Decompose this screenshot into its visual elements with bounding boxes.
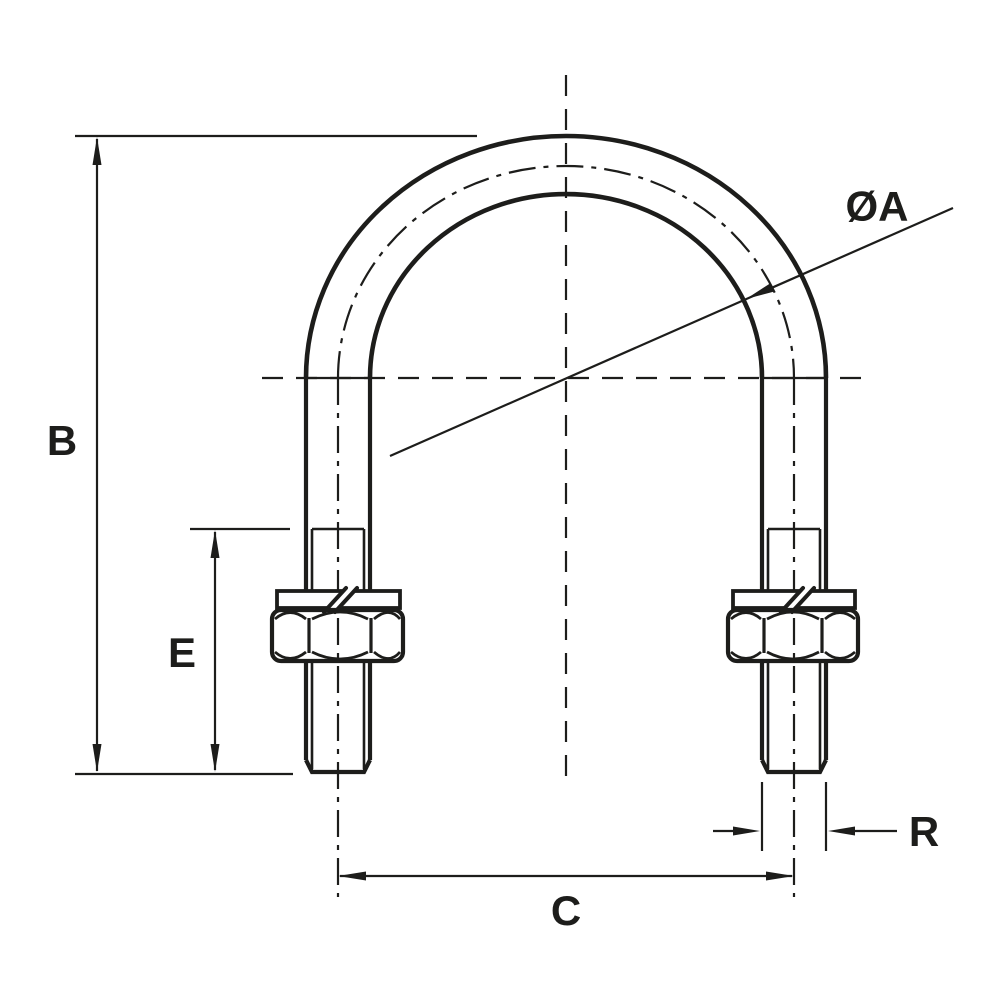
dim-e-label: E bbox=[168, 629, 196, 676]
diameter-callout: ØA bbox=[389, 183, 954, 458]
dimension-C: C bbox=[338, 871, 794, 934]
diameter-arrowhead bbox=[746, 283, 774, 299]
diameter-leader-line bbox=[389, 206, 954, 458]
dim-c-arrow-left bbox=[338, 871, 366, 881]
dim-b-arrow-up bbox=[92, 137, 102, 165]
right-thread-minor-lines bbox=[766, 529, 822, 591]
left-nut-outline bbox=[269, 607, 406, 664]
right-washer bbox=[731, 586, 857, 614]
dim-c-arrow-right bbox=[766, 871, 794, 881]
left-rod-end bbox=[303, 661, 373, 775]
left-thread-minor-lines bbox=[310, 529, 366, 591]
dim-e-arrow-down bbox=[210, 744, 220, 772]
dim-r-extension-lines bbox=[760, 782, 828, 851]
left-nut-chamfer-arcs-top bbox=[274, 610, 402, 621]
right-nut-chamfer-arcs-bottom bbox=[730, 650, 856, 661]
left-nut bbox=[269, 607, 406, 664]
right-nut-outline bbox=[725, 607, 861, 664]
dim-r-arrow-left bbox=[733, 826, 760, 836]
left-nut-chamfer-arcs-bottom bbox=[274, 650, 402, 661]
right-nut-chamfer-arcs-top bbox=[730, 610, 856, 621]
diameter-label: ØA bbox=[846, 183, 909, 230]
right-rod-end bbox=[759, 661, 829, 775]
dim-c-label: C bbox=[551, 887, 581, 934]
left-nut-facet-lines bbox=[307, 618, 373, 653]
right-rod-major-lines bbox=[759, 661, 829, 760]
inner-bend-arc bbox=[367, 191, 765, 379]
bend-neutral-axis-centerline bbox=[336, 164, 796, 379]
u-bolt-body bbox=[303, 133, 829, 591]
dimension-E: E bbox=[168, 527, 290, 772]
dim-b-label: B bbox=[47, 417, 77, 464]
right-rod-minor-lines bbox=[766, 661, 822, 769]
dimension-B: B bbox=[47, 134, 477, 776]
outer-bend-arc bbox=[303, 133, 829, 379]
left-rod-tip-chamfer bbox=[304, 759, 372, 775]
right-nut bbox=[725, 607, 861, 664]
dim-b-arrow-down bbox=[92, 744, 102, 772]
right-rod-tip-chamfer bbox=[760, 759, 828, 775]
left-rod-minor-lines bbox=[310, 661, 366, 769]
dimension-R: R bbox=[713, 782, 939, 855]
dim-r-label: R bbox=[909, 808, 939, 855]
dim-r-arrow-right bbox=[828, 826, 855, 836]
right-nut-facet-lines bbox=[762, 618, 824, 653]
dim-e-arrow-up bbox=[210, 530, 220, 558]
left-rod-major-lines bbox=[303, 661, 373, 760]
